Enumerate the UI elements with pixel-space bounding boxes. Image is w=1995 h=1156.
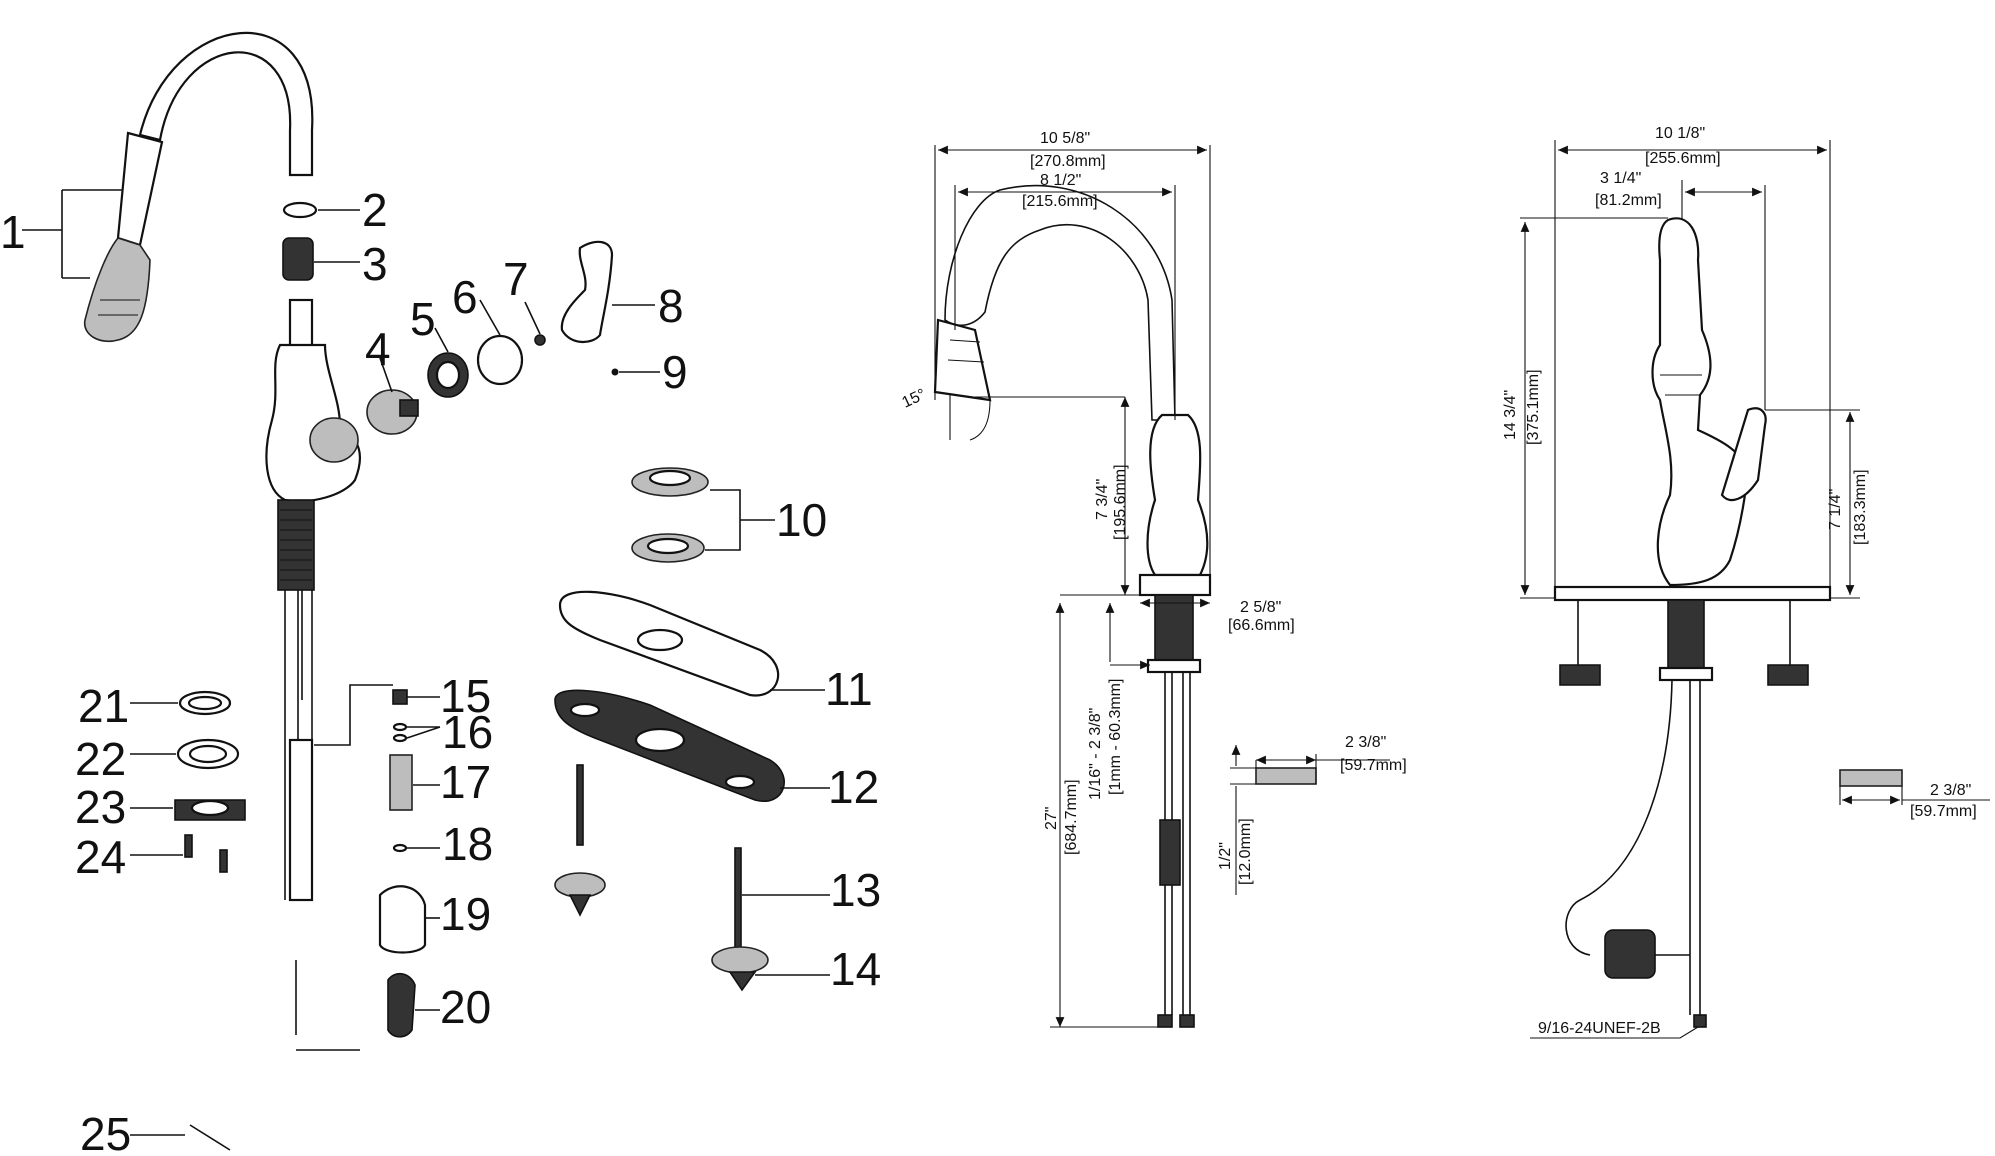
dim-front-plate-width: 2 3/8" xyxy=(1345,734,1386,751)
dim-reach: 8 1/2" xyxy=(1040,172,1081,189)
dim-front-overall-width: 10 5/8" xyxy=(1040,130,1090,147)
part-handle xyxy=(560,240,614,343)
dim-offset: 3 1/4" xyxy=(1600,170,1641,187)
callout-numbers: 1 2 3 4 5 6 7 8 9 10 11 12 13 14 15 16 1… xyxy=(0,184,881,1156)
part-o-rings-small xyxy=(392,722,408,732)
dim-total-length: 27" xyxy=(1043,807,1060,830)
callout-15: 15 xyxy=(440,670,491,722)
dim-plate-thickness: 1/2" xyxy=(1217,842,1234,870)
front-plate-profile xyxy=(1255,767,1317,785)
part-clip xyxy=(392,689,408,705)
callout-12: 12 xyxy=(828,761,879,813)
dim-thread-spec: 9/16-24UNEF-2B xyxy=(1538,1020,1661,1037)
dim-base: 2 5/8" xyxy=(1240,599,1281,616)
callout-1-bracket xyxy=(22,189,122,279)
callout-1: 1 xyxy=(0,206,26,258)
callout-20: 20 xyxy=(440,981,491,1033)
callout-17: 17 xyxy=(440,756,491,808)
part-mounting-nuts xyxy=(554,872,830,992)
callout-4: 4 xyxy=(365,323,391,375)
callout-7: 7 xyxy=(503,253,529,305)
part-plug xyxy=(611,368,619,376)
callout-5: 5 xyxy=(410,293,436,345)
callout-2: 2 xyxy=(362,184,388,236)
part-hex-key xyxy=(130,1124,231,1151)
part-spout-sprayhead xyxy=(84,31,314,342)
dim-spout-height: 7 3/4" xyxy=(1094,479,1111,520)
part-check-valve xyxy=(389,754,413,811)
dim-side-overall-width-mm: [255.6mm] xyxy=(1645,150,1721,167)
dim-side-overall-width: 10 1/8" xyxy=(1655,125,1705,142)
dim-front-overall-width-mm: [270.8mm] xyxy=(1030,153,1106,170)
callout-10: 10 xyxy=(776,494,827,546)
callout-16: 16 xyxy=(442,706,493,758)
front-elevation-view: 10 5/8" [270.8mm] 8 1/2" [215.6mm] 15° 7… xyxy=(900,130,1407,1028)
part-hose-clip xyxy=(387,972,416,1038)
dim-deck-range: 1/16" - 2 3/8" xyxy=(1087,708,1104,800)
callout-21: 21 xyxy=(78,680,129,732)
callout-8: 8 xyxy=(658,280,684,332)
callout-14: 14 xyxy=(830,943,881,995)
part-cartridge xyxy=(366,357,419,435)
dim-side-plate-width-mm: [59.7mm] xyxy=(1910,803,1977,820)
callout-11: 11 xyxy=(825,663,873,715)
dim-angle: 15° xyxy=(900,386,929,412)
part-adapter xyxy=(282,237,360,281)
callout-3: 3 xyxy=(362,238,388,290)
side-plate-profile xyxy=(1839,769,1903,787)
dim-side-plate-width: 2 3/8" xyxy=(1930,782,1971,799)
part-cap xyxy=(476,334,524,386)
part-set-screw xyxy=(534,334,546,346)
callout-9: 9 xyxy=(662,346,688,398)
exploded-parts-view: 1 2 3 4 5 6 7 8 9 10 11 12 13 14 15 16 1… xyxy=(0,31,881,1156)
callout-19: 19 xyxy=(440,888,491,940)
dim-handle-height-mm: [183.3mm] xyxy=(1852,469,1869,545)
part-deck-gaskets xyxy=(631,467,775,563)
part-washer-small xyxy=(392,843,408,853)
part-screws xyxy=(184,834,193,858)
callout-18: 18 xyxy=(442,818,493,870)
callout-24: 24 xyxy=(75,831,126,883)
part-faucet-body xyxy=(265,298,362,1051)
part-escutcheon-gasket xyxy=(554,689,830,803)
callout-25: 25 xyxy=(80,1108,131,1156)
callout-13: 13 xyxy=(830,864,881,916)
dim-deck-range-mm: [1mm - 60.3mm] xyxy=(1107,679,1124,795)
dim-handle-height: 7 1/4" xyxy=(1827,489,1844,530)
part-threaded-rods xyxy=(576,764,830,949)
callout-6: 6 xyxy=(452,271,478,323)
callout-23: 23 xyxy=(75,781,126,833)
dim-spout-height-mm: [195.6mm] xyxy=(1112,464,1129,540)
dim-reach-mm: [215.6mm] xyxy=(1022,193,1098,210)
dim-overall-height-mm: [375.1mm] xyxy=(1525,369,1542,445)
dim-front-plate-width-mm: [59.7mm] xyxy=(1340,757,1407,774)
callout-22: 22 xyxy=(75,733,126,785)
dim-offset-mm: [81.2mm] xyxy=(1595,192,1662,209)
part-escutcheon-plate xyxy=(558,590,825,697)
part-o-ring xyxy=(282,201,318,219)
dim-total-length-mm: [684.7mm] xyxy=(1063,779,1080,855)
dim-overall-height: 14 3/4" xyxy=(1502,390,1519,440)
dim-plate-thickness-mm: [12.0mm] xyxy=(1237,818,1254,885)
side-elevation-view: 10 1/8" [255.6mm] 3 1/4" [81.2mm] 14 3/4… xyxy=(1502,125,1990,1039)
dim-base-mm: [66.6mm] xyxy=(1228,617,1295,634)
part-hose-weight xyxy=(378,885,427,954)
